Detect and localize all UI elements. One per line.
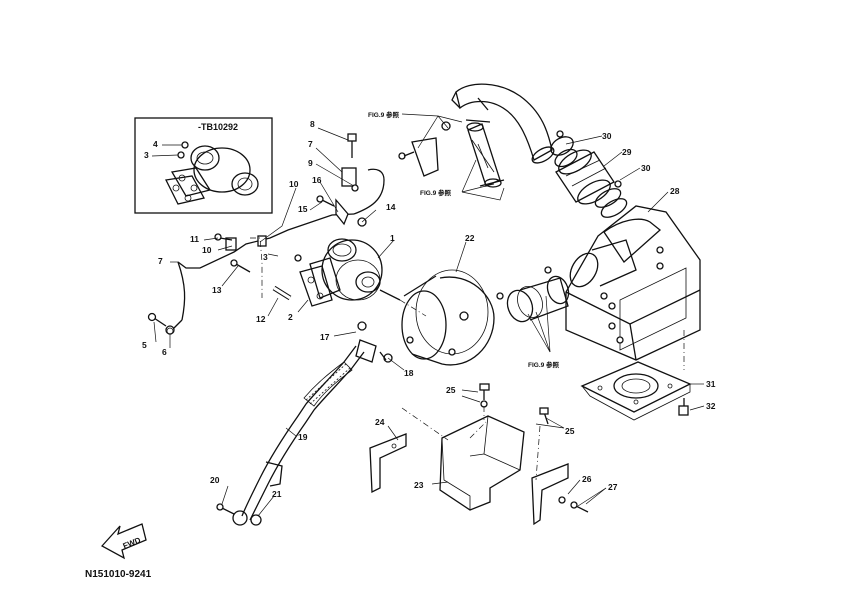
intake-hose-assembly	[398, 83, 555, 188]
inset-nut-part	[181, 141, 189, 149]
top-bolt-set	[316, 133, 367, 227]
inset-detail-box: -TB10292 4 3	[134, 117, 273, 214]
part-number-12: 12	[256, 314, 266, 324]
figure-references: FIG.9 参照 FIG.9 参照 FIG.9 参照	[368, 110, 560, 369]
part-number-5: 5	[142, 340, 147, 350]
left-bolt-set	[147, 233, 292, 335]
part-number-25-upper: 25	[446, 385, 456, 395]
part-number-11: 11	[190, 234, 199, 244]
part-number-1: 1	[390, 233, 395, 243]
part-number-4: 4	[153, 139, 158, 149]
fig-ref-middle: FIG.9 参照	[420, 188, 452, 197]
part-number-16: 16	[312, 175, 322, 185]
fwd-label: FWD	[122, 535, 142, 550]
air-filter-part	[401, 269, 495, 366]
intercooler-hose-assembly	[550, 130, 628, 218]
part-number-32: 32	[706, 401, 716, 411]
part-number-29: 29	[622, 147, 632, 157]
part-number-6: 6	[162, 347, 167, 357]
part-number-10-upper: 10	[289, 179, 299, 189]
part-number-14: 14	[386, 202, 396, 212]
part-number-9: 9	[308, 158, 313, 168]
part-number-31: 31	[706, 379, 716, 389]
part-number-30-upper: 30	[602, 131, 612, 141]
forward-direction-arrow: FWD	[100, 523, 147, 560]
part-number-24: 24	[375, 417, 385, 427]
oil-feed-pipe-assembly	[165, 167, 385, 335]
part-number-3: 3	[144, 150, 149, 160]
part-number-8: 8	[310, 119, 315, 129]
part-number-19: 19	[298, 432, 308, 442]
leader-lines	[153, 113, 705, 517]
turbocharger-part	[294, 238, 401, 307]
part-number-30-lower: 30	[641, 163, 651, 173]
part-number-25-lower: 25	[565, 426, 575, 436]
part-number-7-lower: 7	[158, 256, 163, 266]
inset-washer-part	[177, 151, 185, 159]
part-number-7-upper: 7	[308, 139, 313, 149]
inset-turbocharger-drawing	[165, 145, 259, 205]
part-number-15: 15	[298, 204, 308, 214]
part-number-3-main: 3	[263, 252, 268, 262]
part-number-23: 23	[414, 480, 424, 490]
part-number-20: 20	[210, 475, 220, 485]
assembly-centerlines	[250, 237, 685, 481]
part-labels: 8 7 9 10 16 15 14 1 11 10 7 3 13 12 2 5 …	[142, 119, 716, 499]
part-number-18: 18	[404, 368, 414, 378]
mounting-bracket-set	[369, 383, 589, 526]
part-number-17: 17	[320, 332, 330, 342]
part-number-27: 27	[608, 482, 618, 492]
inset-code: -TB10292	[198, 122, 238, 132]
part-number-13: 13	[212, 285, 222, 295]
part-number-10-lower: 10	[202, 245, 212, 255]
oil-return-hose-assembly	[216, 321, 393, 526]
fig-ref-top: FIG.9 参照	[368, 110, 400, 119]
intercooler-part	[565, 205, 701, 361]
intercooler-gasket-part	[580, 361, 692, 421]
part-number-2: 2	[288, 312, 293, 322]
part-number-28: 28	[670, 186, 680, 196]
part-number-21: 21	[272, 489, 282, 499]
fig-ref-lower: FIG.9 参照	[528, 360, 560, 369]
part-number-22: 22	[465, 233, 475, 243]
oil-line-bracket	[341, 167, 357, 187]
part-number-26: 26	[582, 474, 592, 484]
filter-coupler-hose	[496, 266, 570, 323]
diagram-code: N151010-9241	[85, 569, 152, 580]
